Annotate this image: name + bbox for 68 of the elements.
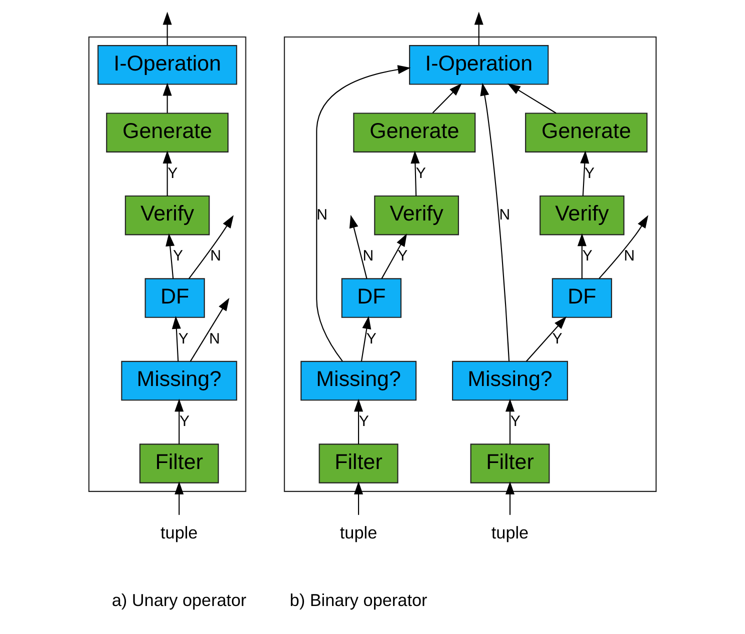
edge-label: Y: [552, 330, 562, 348]
node-box: Verify: [374, 195, 459, 236]
edge-label: Y: [366, 330, 376, 348]
arrow: [432, 83, 462, 114]
node-text: tuple: [491, 522, 529, 542]
arrow: [580, 150, 590, 196]
arrow: [505, 398, 515, 444]
node-box: DF: [552, 278, 612, 318]
arrow: [162, 82, 172, 113]
arrow: [474, 12, 484, 46]
edge-label: N: [362, 248, 374, 265]
edge-label: N: [209, 330, 220, 348]
arrow: [577, 233, 586, 279]
edge-label: Y: [584, 164, 595, 182]
arrow: [162, 12, 172, 46]
arrow: [526, 316, 567, 362]
node-text: tuple: [340, 522, 378, 542]
arrow: [162, 150, 172, 196]
edge-label: Y: [398, 248, 408, 265]
arrow: [188, 215, 234, 279]
cluster: [88, 36, 246, 492]
node-box: Generate: [106, 112, 229, 152]
node-box: Filter: [470, 444, 550, 484]
edge-label: N: [624, 248, 635, 265]
label: a) Unary operator: [112, 590, 246, 610]
arrow: [190, 298, 230, 362]
arrow: [316, 65, 411, 362]
edge-label: Y: [168, 164, 178, 182]
node-box: I-Operation: [409, 45, 549, 85]
edge-label: Y: [510, 413, 520, 430]
node-box: DF: [341, 278, 402, 318]
node-box: Verify: [540, 195, 624, 236]
edge-label: N: [499, 206, 510, 224]
node-box: Filter: [318, 444, 398, 484]
arrow: [410, 150, 420, 196]
edge-label: N: [316, 206, 328, 224]
arrow: [172, 316, 181, 362]
node-box: Generate: [353, 112, 476, 152]
edge-label: Y: [416, 164, 426, 182]
arrow: [349, 214, 368, 279]
edge-label: Y: [582, 248, 592, 265]
arrow: [166, 233, 175, 279]
node-box: Missing?: [121, 360, 238, 401]
cluster: [284, 36, 657, 492]
arrow: [505, 481, 515, 515]
edge-label: Y: [173, 248, 184, 265]
arrow: [381, 233, 407, 279]
arrow: [507, 83, 556, 114]
arrow: [480, 82, 510, 362]
edge-label: Y: [178, 330, 188, 348]
node-box: DF: [144, 278, 205, 318]
edge-label: N: [210, 248, 222, 265]
arrow: [174, 398, 184, 444]
node-box: Missing?: [452, 360, 568, 401]
node-text: tuple: [160, 522, 198, 542]
node-box: Missing?: [300, 360, 417, 401]
edge-label: Y: [179, 413, 190, 430]
node-box: I-Operation: [97, 45, 238, 85]
arrow: [354, 398, 364, 444]
arrow: [360, 316, 372, 362]
node-box: Filter: [139, 444, 219, 484]
node-box: Verify: [124, 195, 210, 236]
arrow: [598, 215, 648, 279]
edge-label: Y: [358, 413, 369, 430]
arrow: [354, 481, 364, 515]
arrow: [174, 481, 184, 515]
node-box: Generate: [525, 112, 648, 152]
label: b) Binary operator: [290, 590, 428, 610]
